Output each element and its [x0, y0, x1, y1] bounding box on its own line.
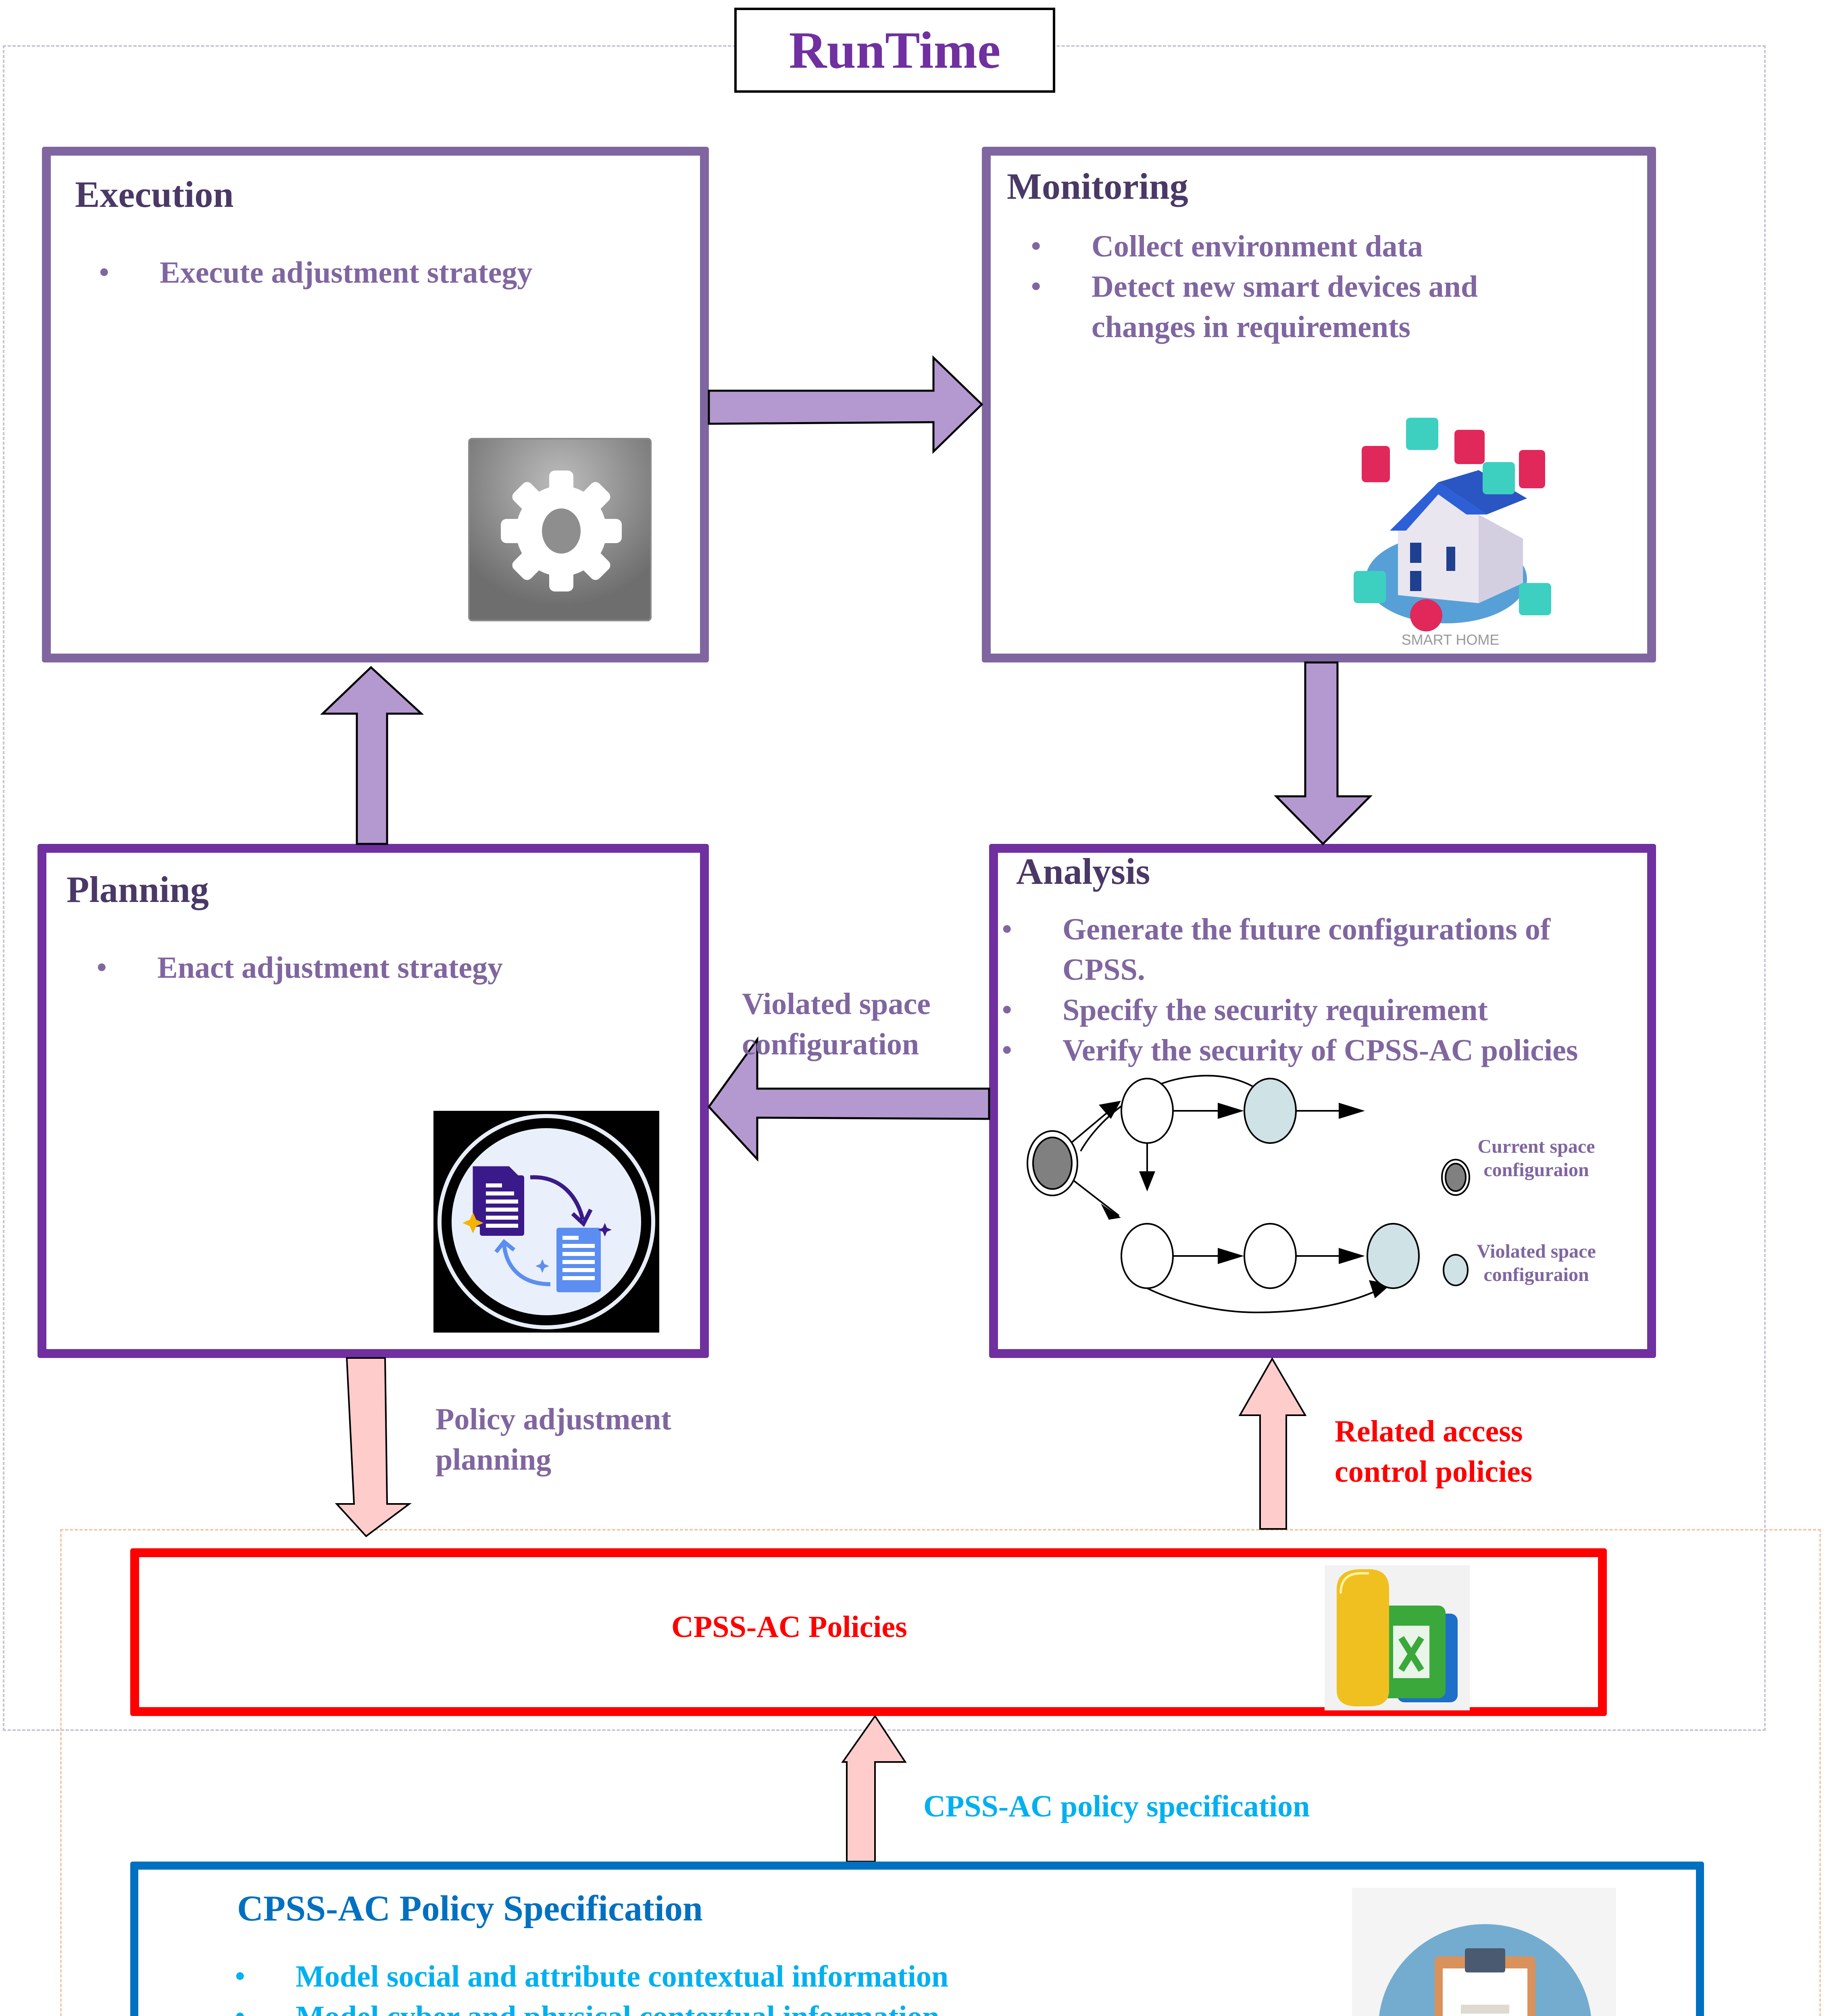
document-sync-glyph — [437, 1114, 655, 1329]
designtime-region — [60, 1529, 1821, 2016]
node-c — [1244, 1223, 1297, 1289]
policy-folder-icon — [1325, 1565, 1470, 1710]
arrowhead — [1099, 1101, 1121, 1119]
analysis-bullets: Generate the future configurations of CP… — [1002, 909, 1623, 1070]
execution-bullets: Execute adjustment strategy — [99, 252, 664, 293]
planning-title: Planning — [67, 869, 209, 910]
arrowhead — [1139, 1171, 1155, 1191]
runtime-label: RunTime — [734, 8, 1055, 93]
monitoring-bullet: Collect environment data — [1031, 226, 1555, 267]
legend-current-swatch — [1445, 1163, 1467, 1192]
planning-bullets: Enact adjustment strategy — [97, 948, 661, 988]
node-violated-2 — [1367, 1223, 1420, 1289]
policy-adjustment-label: Policy adjustment planning — [435, 1402, 671, 1477]
specification-box: CPSS-AC Policy Specification Model socia… — [130, 1862, 1704, 2016]
edge-b-to-violated2 — [1147, 1287, 1373, 1314]
legend-violated-swatch — [1443, 1254, 1469, 1286]
specification-bullet: Model social and attribute contextual in… — [235, 1956, 1283, 1997]
analysis-bullet: Verify the security of CPSS-AC policies — [1002, 1030, 1623, 1070]
arrowhead — [1218, 1248, 1244, 1264]
node-a — [1121, 1078, 1174, 1144]
gear-icon — [468, 438, 652, 621]
legend-current-label: Current space configuraion — [1477, 1136, 1595, 1181]
arrowhead — [1218, 1103, 1244, 1119]
graph-nodes — [1027, 1078, 1470, 1289]
node-current — [1032, 1137, 1073, 1190]
analysis-bullet: Specify the security requirement — [1002, 990, 1623, 1030]
policies-title: CPSS-AC Policies — [671, 1610, 907, 1644]
analysis-title: Analysis — [1016, 851, 1150, 892]
planning-bullet: Enact adjustment strategy — [97, 948, 661, 988]
legend-violated-label: Violated space configuraion — [1477, 1241, 1596, 1285]
smart-home-glyph — [1354, 418, 1551, 631]
monitoring-box: Monitoring Collect environment data Dete… — [982, 147, 1656, 662]
monitoring-title: Monitoring — [1007, 166, 1188, 207]
specification-title: CPSS-AC Policy Specification — [237, 1889, 703, 1929]
smart-home-icon: SMART HOME — [1346, 394, 1555, 652]
graph-arrowheads — [1050, 1101, 1391, 1298]
arrowhead — [1339, 1103, 1365, 1119]
state-graph — [1027, 1075, 1470, 1314]
monitoring-bullets: Collect environment data Detect new smar… — [1031, 226, 1555, 347]
policies-box: CPSS-AC Policies — [130, 1548, 1607, 1716]
planning-box: Planning Enact adjustment strategy — [37, 844, 709, 1358]
arrowhead — [1101, 1204, 1121, 1220]
clipboard-glyph — [1379, 1924, 1591, 2016]
specification-bullets: Model social and attribute contextual in… — [235, 1956, 1283, 2016]
violated-space-label: Violated space configuration — [742, 987, 931, 1061]
policy-specification-label: CPSS-AC policy specification — [923, 1789, 1310, 1823]
clipboard-icon — [1352, 1888, 1616, 2016]
execution-box: Execution Execute adjustment strategy — [42, 147, 709, 662]
runtime-label-text: RunTime — [789, 21, 1001, 79]
policy-folder-glyph — [1337, 1569, 1458, 1706]
execution-title: Execution — [75, 174, 234, 215]
execution-bullet: Execute adjustment strategy — [99, 252, 664, 293]
arrowhead — [1339, 1248, 1365, 1264]
specification-bullet: Model cyber and physical contextual info… — [235, 1997, 1283, 2016]
related-policies-label: Related access control policies — [1335, 1414, 1533, 1489]
node-violated-1 — [1244, 1078, 1297, 1144]
smart-home-caption: SMART HOME — [1401, 631, 1500, 648]
analysis-bullet: Generate the future configurations of CP… — [1002, 909, 1623, 990]
monitoring-bullet: Detect new smart devices and changes in … — [1031, 267, 1555, 347]
graph-edges — [1056, 1075, 1373, 1314]
analysis-box: Analysis Generate the future configurati… — [989, 844, 1656, 1358]
document-sync-icon — [433, 1111, 659, 1333]
gear-glyph — [501, 471, 622, 591]
node-b — [1121, 1223, 1174, 1289]
